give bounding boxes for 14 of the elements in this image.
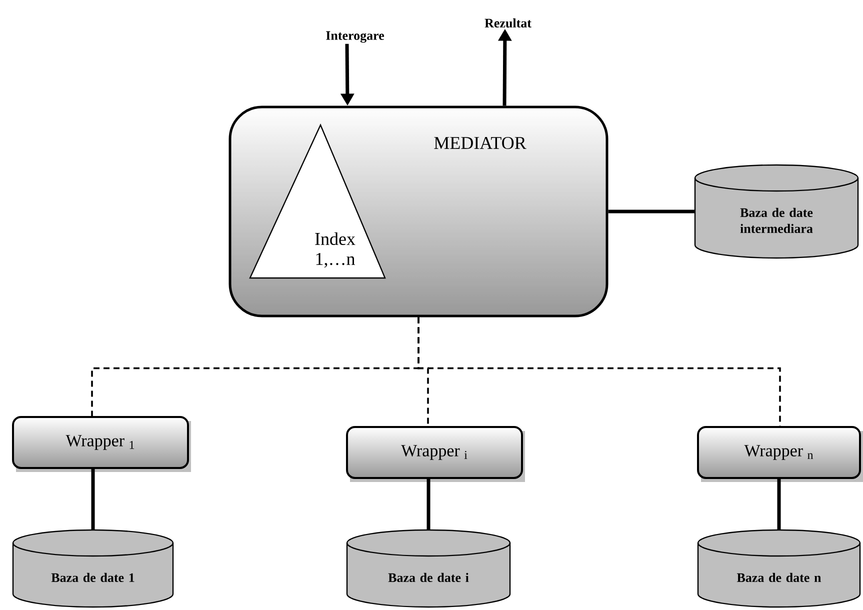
wrapper-box: Wrapper $_{n}$: [697, 426, 863, 482]
connector-line: [418, 317, 781, 426]
wrapper-box: Wrapper $_{1}$: [12, 416, 191, 472]
database-cylinder: Baza de date n: [697, 529, 861, 608]
flow-label: Interogare: [326, 31, 384, 43]
database-cylinder: Baza de date 1: [12, 529, 174, 608]
connector-line: [777, 478, 781, 530]
connector-line: [608, 210, 695, 214]
wrapper-box: Wrapper $_{i}$: [346, 426, 525, 482]
connector-line: [91, 468, 95, 530]
database-cylinder: Baza de date i: [346, 529, 511, 608]
database-cylinder: Baza de date intermediara: [694, 164, 859, 259]
flow-label: Rezultat: [484, 18, 532, 28]
connector-line: [426, 478, 430, 530]
